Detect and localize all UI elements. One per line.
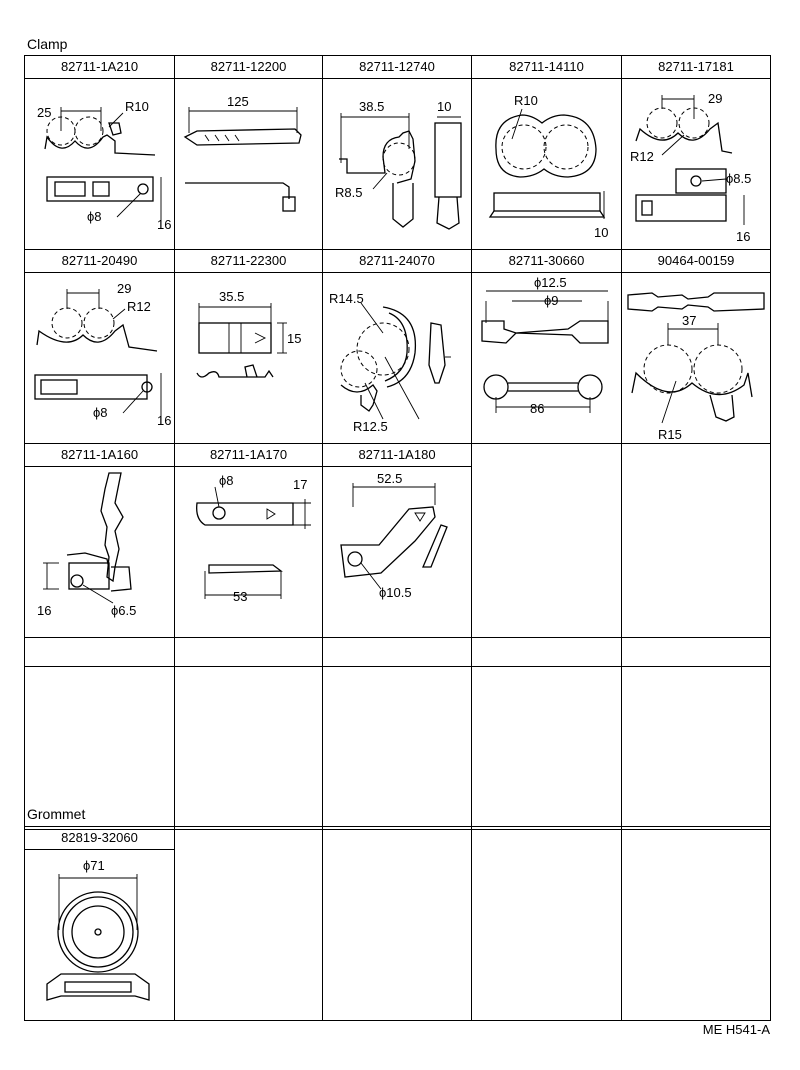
part-drawing: ϕ8 17 53: [175, 467, 324, 635]
part-number: 82711-22300: [175, 250, 322, 273]
empty-cell: [322, 666, 472, 830]
dimension-label: R15: [658, 427, 682, 441]
part-drawing: 29 R12 ϕ8 16: [25, 273, 174, 441]
clamp-parts-table: 82711-1A210 25 R10 ϕ8 1: [24, 55, 771, 830]
dimension-label: 16: [736, 229, 750, 244]
grommet-parts-table: 82819-32060 ϕ71: [24, 826, 771, 1021]
dimension-label: R10: [125, 99, 149, 114]
part-drawing: ϕ71: [25, 850, 174, 1018]
dimension-label: 17: [293, 477, 307, 492]
part-number: 82711-30660: [472, 250, 621, 273]
empty-cell: [471, 443, 622, 638]
part-cell: 82819-32060 ϕ71: [24, 826, 175, 1021]
empty-cell: [24, 637, 175, 667]
dimension-label: 16: [37, 603, 51, 618]
part-cell: 82711-12740 38.5 10 R8.5: [322, 55, 472, 250]
part-cell: 82711-1A180 52.5 ϕ10.5: [322, 443, 472, 638]
dimension-label: ϕ10.5: [379, 585, 412, 600]
part-drawing: 125: [175, 79, 324, 247]
drawing-reference-code: ME H541-A: [702, 1022, 770, 1037]
dimension-label: R8.5: [335, 185, 362, 200]
dimension-label: R10: [514, 93, 538, 108]
dimension-label: R12: [127, 299, 151, 314]
part-cell: 82711-17181 29 R12 ϕ8.5: [621, 55, 771, 250]
dimension-label: 16: [157, 217, 171, 232]
dimension-label: ϕ8: [93, 405, 108, 420]
part-number: 82711-12740: [323, 56, 471, 79]
dimension-label: 10: [594, 225, 608, 240]
dimension-label: R12: [630, 149, 654, 164]
part-cell: 82711-20490 29 R12 ϕ8 16: [24, 249, 175, 444]
dimension-label: 38.5: [359, 99, 384, 114]
part-drawing: 16 ϕ6.5: [25, 467, 174, 635]
part-drawing: 25 R10 ϕ8 16: [25, 79, 174, 247]
part-number: 82711-17181: [622, 56, 770, 79]
empty-cell: [621, 637, 771, 667]
part-cell: 82711-24070 R14.5 R12.5: [322, 249, 472, 444]
empty-cell: [322, 637, 472, 667]
dimension-label: 37: [682, 313, 696, 328]
part-drawing: 38.5 10 R8.5: [323, 79, 472, 247]
dimension-label: 52.5: [377, 471, 402, 486]
part-number: 90464-00159: [622, 250, 770, 273]
clamp-section-title: Clamp: [27, 36, 68, 52]
dimension-label: ϕ71: [83, 858, 105, 873]
part-number: 82711-14110: [472, 56, 621, 79]
part-number: 82711-24070: [323, 250, 471, 273]
empty-cell: [174, 637, 323, 667]
empty-cell: [621, 443, 771, 638]
dimension-label: 29: [708, 91, 722, 106]
empty-cell: [471, 637, 622, 667]
dimension-label: ϕ8: [87, 209, 102, 224]
empty-cell: [471, 826, 622, 1021]
part-drawing: R10 10: [472, 79, 621, 247]
dimension-label: 25: [37, 105, 51, 120]
part-drawing: 52.5 ϕ10.5: [323, 467, 472, 635]
part-number: 82711-20490: [25, 250, 174, 273]
empty-cell: [621, 826, 771, 1021]
part-cell: 82711-12200 125: [174, 55, 324, 250]
dimension-label: 125: [227, 94, 249, 109]
part-cell: 82711-22300 35.5 15: [174, 249, 324, 444]
empty-cell: [621, 666, 771, 830]
part-number: 82819-32060: [25, 827, 174, 850]
dimension-label: 10: [437, 99, 451, 114]
part-drawing: 37 R15: [622, 273, 771, 441]
part-drawing: R14.5 R12.5: [323, 273, 472, 441]
part-drawing: 29 R12 ϕ8.5 16: [622, 79, 771, 247]
dimension-label: ϕ9: [544, 293, 559, 308]
part-cell: 90464-00159 37 R15: [621, 249, 771, 444]
dimension-label: ϕ12.5: [534, 275, 567, 290]
dimension-label: 53: [233, 589, 247, 604]
dimension-label: 35.5: [219, 289, 244, 304]
dimension-label: ϕ6.5: [111, 603, 136, 618]
empty-cell: [174, 826, 323, 1021]
empty-cell: [174, 666, 323, 830]
part-drawing: 35.5 15: [175, 273, 324, 441]
dimension-label: 29: [117, 281, 131, 296]
empty-cell: [471, 666, 622, 830]
dimension-label: 86: [530, 401, 544, 416]
dimension-label: ϕ8.5: [726, 171, 751, 186]
empty-cell: [322, 826, 472, 1021]
dimension-label: R12.5: [353, 419, 388, 434]
part-number: 82711-12200: [175, 56, 322, 79]
part-cell: 82711-1A210 25 R10 ϕ8 1: [24, 55, 175, 250]
grommet-section-title: Grommet: [27, 806, 86, 822]
part-number: 82711-1A180: [323, 444, 471, 467]
part-number: 82711-1A160: [25, 444, 174, 467]
dimension-label: ϕ8: [219, 473, 234, 488]
part-number: 82711-1A210: [25, 56, 174, 79]
part-cell: 82711-1A170 ϕ8 17 53: [174, 443, 324, 638]
part-number: 82711-1A170: [175, 444, 322, 467]
part-drawing: ϕ12.5 ϕ9 86: [472, 273, 621, 441]
part-cell: 82711-30660 ϕ12.5 ϕ9 86: [471, 249, 622, 444]
part-cell: 82711-14110 R10 10: [471, 55, 622, 250]
dimension-label: 16: [157, 413, 171, 428]
part-cell: 82711-1A160 16 ϕ6.5: [24, 443, 175, 638]
dimension-label: R14.5: [329, 291, 364, 306]
dimension-label: 15: [287, 331, 301, 346]
